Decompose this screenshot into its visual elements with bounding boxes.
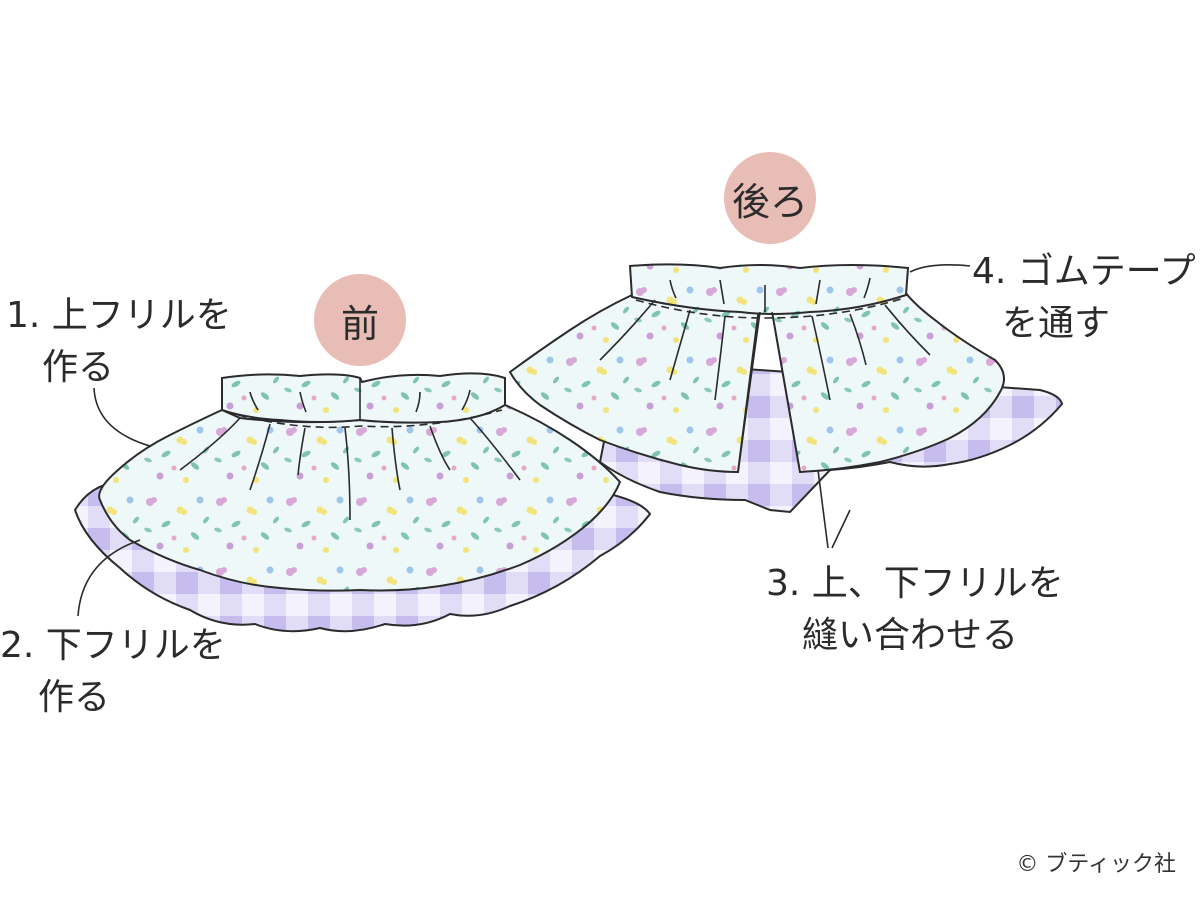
step-2-line2: 作る bbox=[38, 677, 111, 718]
step-4-line1: 4. ゴムテープ bbox=[972, 251, 1196, 292]
step-2-label: 2. 下フリルを 作る bbox=[0, 620, 226, 724]
step-3-line1: 3. 上、下フリルを bbox=[766, 563, 1064, 604]
front-badge: 前 bbox=[314, 274, 406, 366]
back-skirt bbox=[508, 263, 1064, 514]
copyright-notice: © ブティック社 bbox=[1016, 852, 1176, 877]
back-upper-frill-right bbox=[768, 290, 1005, 474]
leader-step-3a bbox=[817, 469, 829, 549]
leader-step-3b bbox=[831, 509, 851, 549]
leader-step-2 bbox=[77, 539, 141, 617]
step-4-line2: を通す bbox=[1002, 303, 1111, 344]
leader-lines bbox=[77, 264, 971, 617]
back-upper-frill-left bbox=[508, 293, 762, 474]
leader-step-4 bbox=[909, 264, 971, 273]
front-badge-label: 前 bbox=[340, 301, 379, 346]
step-1-label: 1. 上フリルを 作る bbox=[6, 290, 232, 394]
leader-step-1 bbox=[93, 387, 151, 447]
step-3-line2: 縫い合わせる bbox=[802, 615, 1019, 656]
back-badge-label: 後ろ bbox=[731, 179, 808, 224]
step-1-line1: 1. 上フリルを bbox=[6, 295, 232, 336]
step-1-line2: 作る bbox=[42, 347, 115, 388]
step-2-line1: 2. 下フリルを bbox=[0, 625, 226, 666]
back-badge: 後ろ bbox=[724, 152, 816, 244]
step-4-label: 4. ゴムテープ を通す bbox=[972, 246, 1196, 350]
back-waistband bbox=[628, 263, 910, 315]
front-waistband bbox=[221, 372, 506, 424]
front-skirt bbox=[73, 372, 652, 633]
step-3-label: 3. 上、下フリルを 縫い合わせる bbox=[766, 558, 1064, 662]
